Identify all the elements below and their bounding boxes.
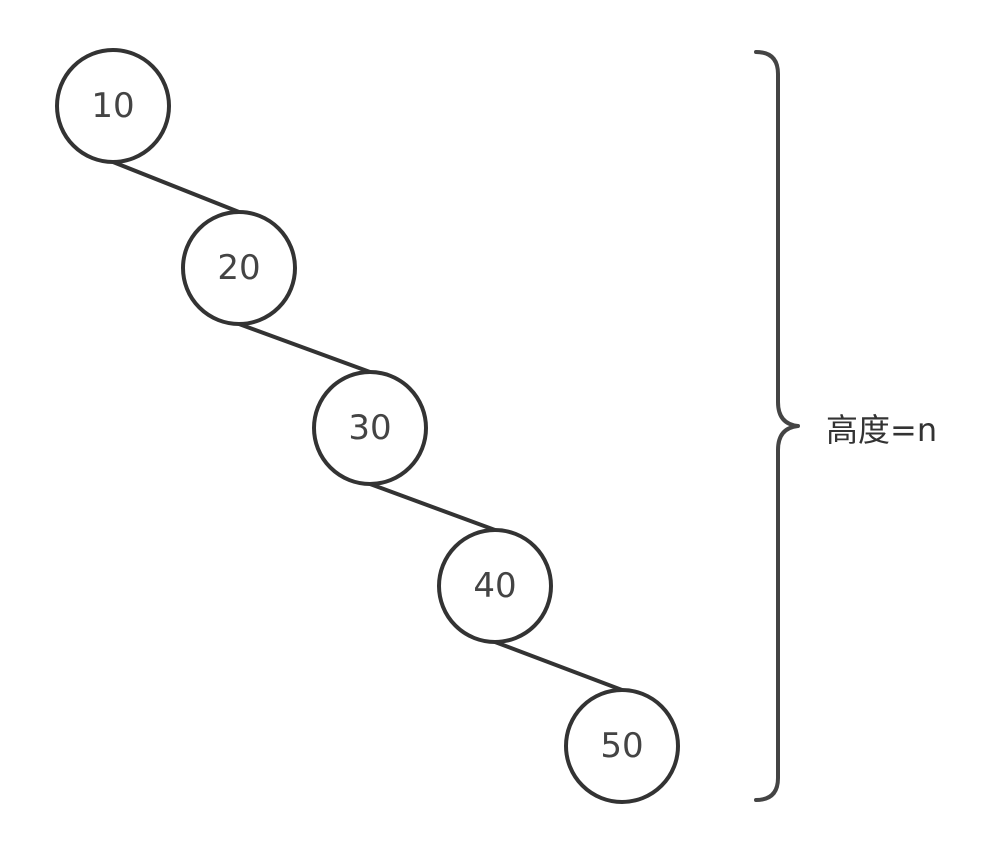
tree-node-circle — [181, 210, 297, 326]
height-brace — [754, 50, 800, 802]
tree-edge — [493, 640, 624, 692]
tree-nodes: 10 20 30 40 50 — [55, 48, 680, 804]
tree-node-label: 50 — [600, 726, 643, 766]
tree-node-label: 10 — [91, 86, 134, 126]
tree-edge — [368, 482, 497, 532]
tree-node: 50 — [564, 688, 680, 804]
tree-node-circle — [55, 48, 171, 164]
tree-edge — [237, 322, 372, 374]
tree-edge — [111, 160, 241, 214]
tree-node-circle — [564, 688, 680, 804]
tree-node: 40 — [437, 528, 553, 644]
tree-node-label: 20 — [217, 248, 260, 288]
tree-node-label: 40 — [473, 566, 516, 606]
tree-node: 20 — [181, 210, 297, 326]
tree-node-circle — [312, 370, 428, 486]
tree-node-label: 30 — [348, 408, 391, 448]
tree-node: 30 — [312, 370, 428, 486]
height-label: 高度=n — [826, 411, 937, 449]
tree-node: 10 — [55, 48, 171, 164]
tree-node-circle — [437, 528, 553, 644]
tree-edges — [111, 160, 624, 692]
